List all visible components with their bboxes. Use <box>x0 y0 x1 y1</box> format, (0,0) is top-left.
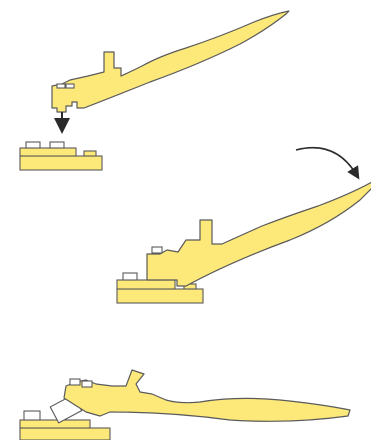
brick-stud <box>122 272 138 281</box>
separator-tool-step1 <box>51 10 290 113</box>
brick <box>116 279 176 290</box>
curved-arrow-icon <box>295 146 360 180</box>
tool-stud <box>69 378 81 386</box>
brick-stud <box>23 410 41 421</box>
tool-stud <box>65 83 75 89</box>
tool-stud <box>56 83 66 89</box>
base-plate <box>19 427 111 440</box>
base-plate <box>19 155 103 171</box>
step-1-group <box>19 10 290 171</box>
base-plate <box>116 288 204 304</box>
brick-lower <box>19 419 91 429</box>
brick-stud <box>49 141 65 149</box>
brick-stud <box>25 141 41 149</box>
plate-stud <box>83 150 97 157</box>
step-2-group <box>116 181 371 304</box>
step-3-group <box>19 369 351 440</box>
separator-tool-step2 <box>146 181 371 287</box>
tool-stud <box>151 246 163 254</box>
separator-tool-step3 <box>63 369 351 422</box>
brick <box>19 147 77 157</box>
tool-stud <box>81 380 93 388</box>
